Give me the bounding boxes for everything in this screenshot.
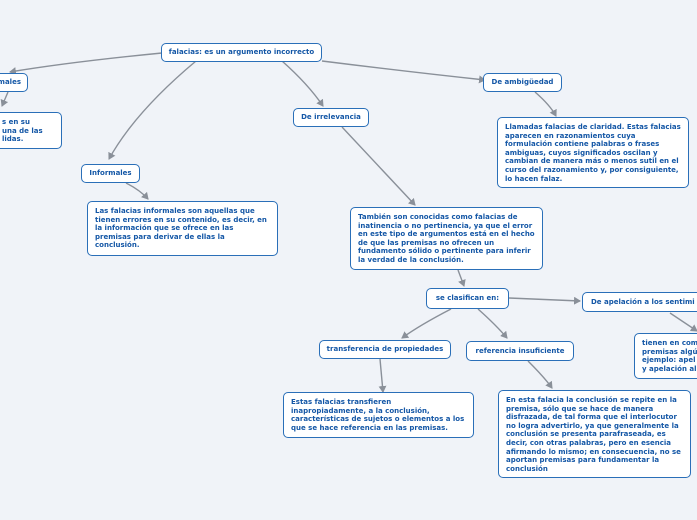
link-irrelevancia-clasifican (457, 269, 466, 287)
node-informales[interactable]: Informales (81, 164, 140, 183)
node-apelacion[interactable]: De apelación a los sentimi (582, 292, 697, 312)
node-ambiguedad[interactable]: De ambigüedad (483, 73, 562, 92)
node-root[interactable]: falacias: es un argumento incorrecto (161, 43, 322, 62)
link-irrelevancia-desc (341, 126, 416, 206)
node-clasifican[interactable]: se clasifican en: (426, 288, 509, 309)
link-clasifican-apelacion (508, 296, 581, 305)
node-ambiguedad-desc[interactable]: Llamadas falacias de claridad. Estas fal… (497, 117, 689, 188)
link-ambiguedad-desc (534, 91, 557, 117)
link-root-formales (9, 52, 163, 75)
link-apelacion-desc (669, 312, 697, 332)
link-insuficiente-desc (527, 360, 553, 389)
node-informales-desc[interactable]: Las falacias informales son aquellas que… (87, 201, 278, 256)
node-insuficiente-desc[interactable]: En esta falacia la conclusión se repite … (498, 390, 691, 478)
node-irrelevancia-desc[interactable]: También son conocidas como falacias de i… (350, 207, 543, 270)
node-formales-desc[interactable]: s en su una de las lidas. (0, 112, 62, 149)
link-informales-desc (125, 182, 149, 200)
node-apelacion-desc[interactable]: tienen en com premisas algú ejemplo: ape… (634, 333, 697, 379)
node-transferencia[interactable]: transferencia de propiedades (319, 340, 451, 359)
link-root-irrelevancia (281, 60, 324, 107)
node-irrelevancia[interactable]: De irrelevancia (293, 108, 369, 127)
link-clasifican-transferencia (401, 308, 452, 339)
node-transferencia-desc[interactable]: Estas falacias transfieren inapropiadame… (283, 392, 474, 438)
node-insuficiente[interactable]: referencia insuficiente (466, 341, 574, 361)
link-clasifican-insuficiente (477, 308, 508, 339)
link-formales-desc (0, 91, 9, 107)
link-transferencia-desc (378, 358, 387, 393)
node-formales[interactable]: males (0, 73, 28, 92)
link-root-ambiguedad (321, 60, 486, 84)
link-root-informales (108, 60, 197, 160)
